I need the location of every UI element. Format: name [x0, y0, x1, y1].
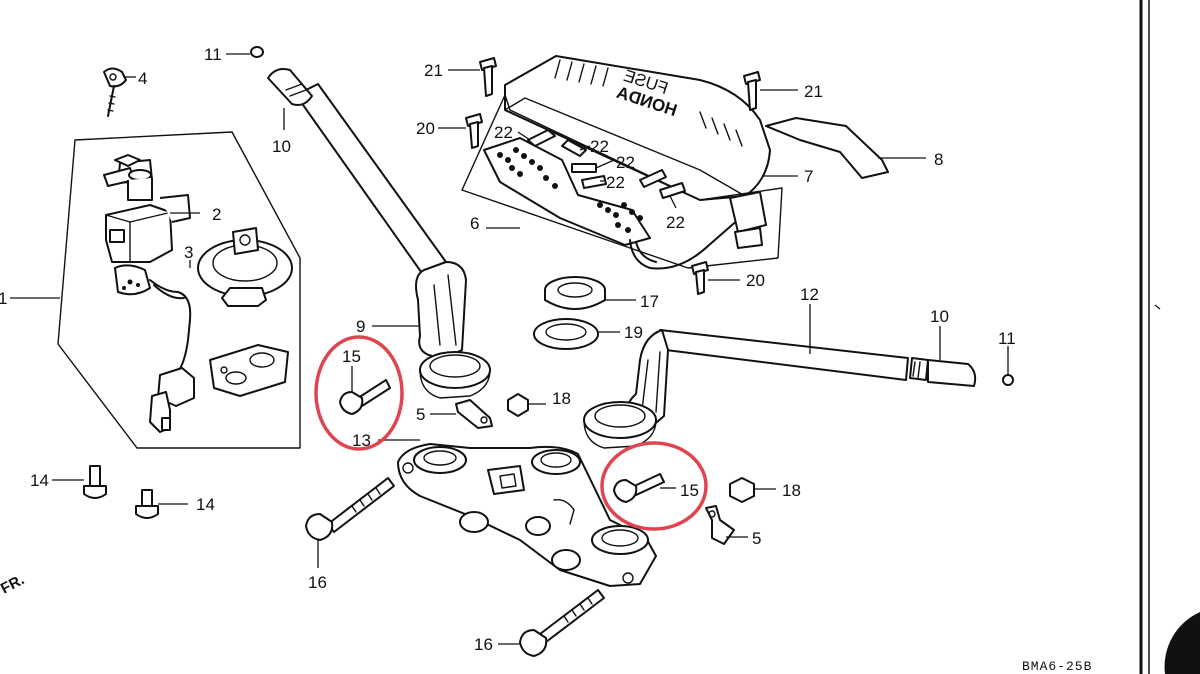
fuse-board-part-6[interactable]	[461, 94, 783, 270]
label-part-22-e: 22	[666, 213, 685, 232]
bolt-part-16-a[interactable]	[305, 477, 395, 541]
label-part-5-b: 5	[752, 529, 761, 548]
label-part-4: 4	[138, 69, 147, 88]
front-direction-label: FR.	[0, 571, 27, 597]
ignition-switch-part-2[interactable]	[103, 154, 195, 433]
label-part-22-b: 22	[590, 137, 609, 156]
label-part-8: 8	[934, 150, 943, 169]
highlight-markers	[314, 335, 708, 531]
left-handlebar-part-9[interactable]	[295, 83, 491, 399]
nut-part-18-a[interactable]	[507, 393, 529, 417]
bar-end-screw-part-11-b[interactable]	[1002, 374, 1014, 386]
label-part-22-a: 22	[494, 123, 513, 142]
clamp-part-5-b[interactable]	[705, 505, 735, 545]
label-part-2: 2	[212, 205, 221, 224]
bar-end-weight-part-10-a[interactable]	[267, 68, 313, 106]
label-part-13: 13	[352, 431, 371, 450]
leader-lines	[10, 53, 1009, 645]
ignition-key-part-4[interactable]	[103, 67, 127, 117]
bolt-part-15-b[interactable]	[613, 473, 665, 503]
label-part-18-b: 18	[782, 481, 801, 500]
clamp-part-5-a[interactable]	[455, 399, 493, 429]
label-part-21-a: 21	[424, 61, 443, 80]
bolt-part-16-b[interactable]	[519, 589, 605, 657]
label-part-11-a: 11	[204, 45, 222, 64]
label-part-17: 17	[640, 292, 659, 311]
label-part-20-a: 20	[416, 119, 435, 138]
label-part-14-b: 14	[196, 495, 215, 514]
label-part-11-b: 11	[998, 329, 1016, 348]
highlight-circle-bolt-15-b	[600, 441, 708, 531]
label-part-19: 19	[624, 323, 643, 342]
label-part-22-c: 22	[616, 153, 635, 172]
fuse-box-cover-part-7[interactable]: HONDA FUSE	[504, 55, 771, 201]
screw-part-20-b[interactable]	[691, 261, 709, 295]
label-part-5-a: 5	[416, 405, 425, 424]
screw-part-21-b[interactable]	[743, 71, 761, 111]
washer-part-19[interactable]	[533, 318, 599, 350]
bar-end-screw-part-11-a[interactable]	[250, 46, 264, 58]
label-part-15-b: 15	[680, 481, 699, 500]
highlight-circle-bolt-15-a	[314, 335, 404, 451]
label-part-16-a: 16	[308, 573, 327, 592]
label-part-20-b: 20	[746, 271, 765, 290]
fuse-part-22-set[interactable]	[527, 129, 686, 199]
diagram-code-label: BMA6-25B	[1022, 659, 1092, 674]
part-number-labels: 1 2 3 4 5 5 6 7 8 9 10 10 11 11 12 13 14…	[0, 45, 1016, 654]
stem-nut-part-17[interactable]	[544, 276, 606, 310]
rubber-strip-part-8[interactable]	[765, 117, 889, 179]
label-part-10-a: 10	[272, 137, 291, 156]
label-part-22-d: 22	[606, 173, 625, 192]
bar-end-weight-part-10-b[interactable]	[909, 357, 977, 387]
top-bridge-part-13[interactable]	[397, 443, 657, 587]
ignition-cover-part-3[interactable]	[197, 227, 293, 307]
fuse-board-terminals	[497, 147, 643, 233]
bolt-part-14-a[interactable]	[83, 465, 107, 499]
screw-part-21-a[interactable]	[479, 57, 497, 97]
label-part-7: 7	[804, 167, 813, 186]
screw-part-20-a[interactable]	[465, 113, 483, 149]
nut-part-18-b[interactable]	[729, 477, 755, 503]
label-part-3: 3	[184, 243, 193, 262]
label-part-21-b: 21	[804, 82, 823, 101]
label-part-16-b: 16	[474, 635, 493, 654]
label-part-9: 9	[356, 317, 365, 336]
label-part-15-a: 15	[342, 347, 361, 366]
page-frame	[1139, 0, 1200, 674]
ignition-switch-group-outline	[57, 131, 301, 449]
label-part-14-a: 14	[30, 471, 49, 490]
bolt-part-15-a[interactable]	[339, 379, 391, 415]
switch-mount-plate[interactable]	[209, 344, 289, 397]
label-part-1: 1	[0, 289, 7, 308]
label-part-12: 12	[800, 285, 819, 304]
right-handlebar-part-12[interactable]	[583, 329, 909, 449]
label-part-10-b: 10	[930, 307, 949, 326]
bolt-part-14-b[interactable]	[135, 489, 159, 519]
label-part-18-a: 18	[552, 389, 571, 408]
label-part-6: 6	[470, 214, 479, 233]
